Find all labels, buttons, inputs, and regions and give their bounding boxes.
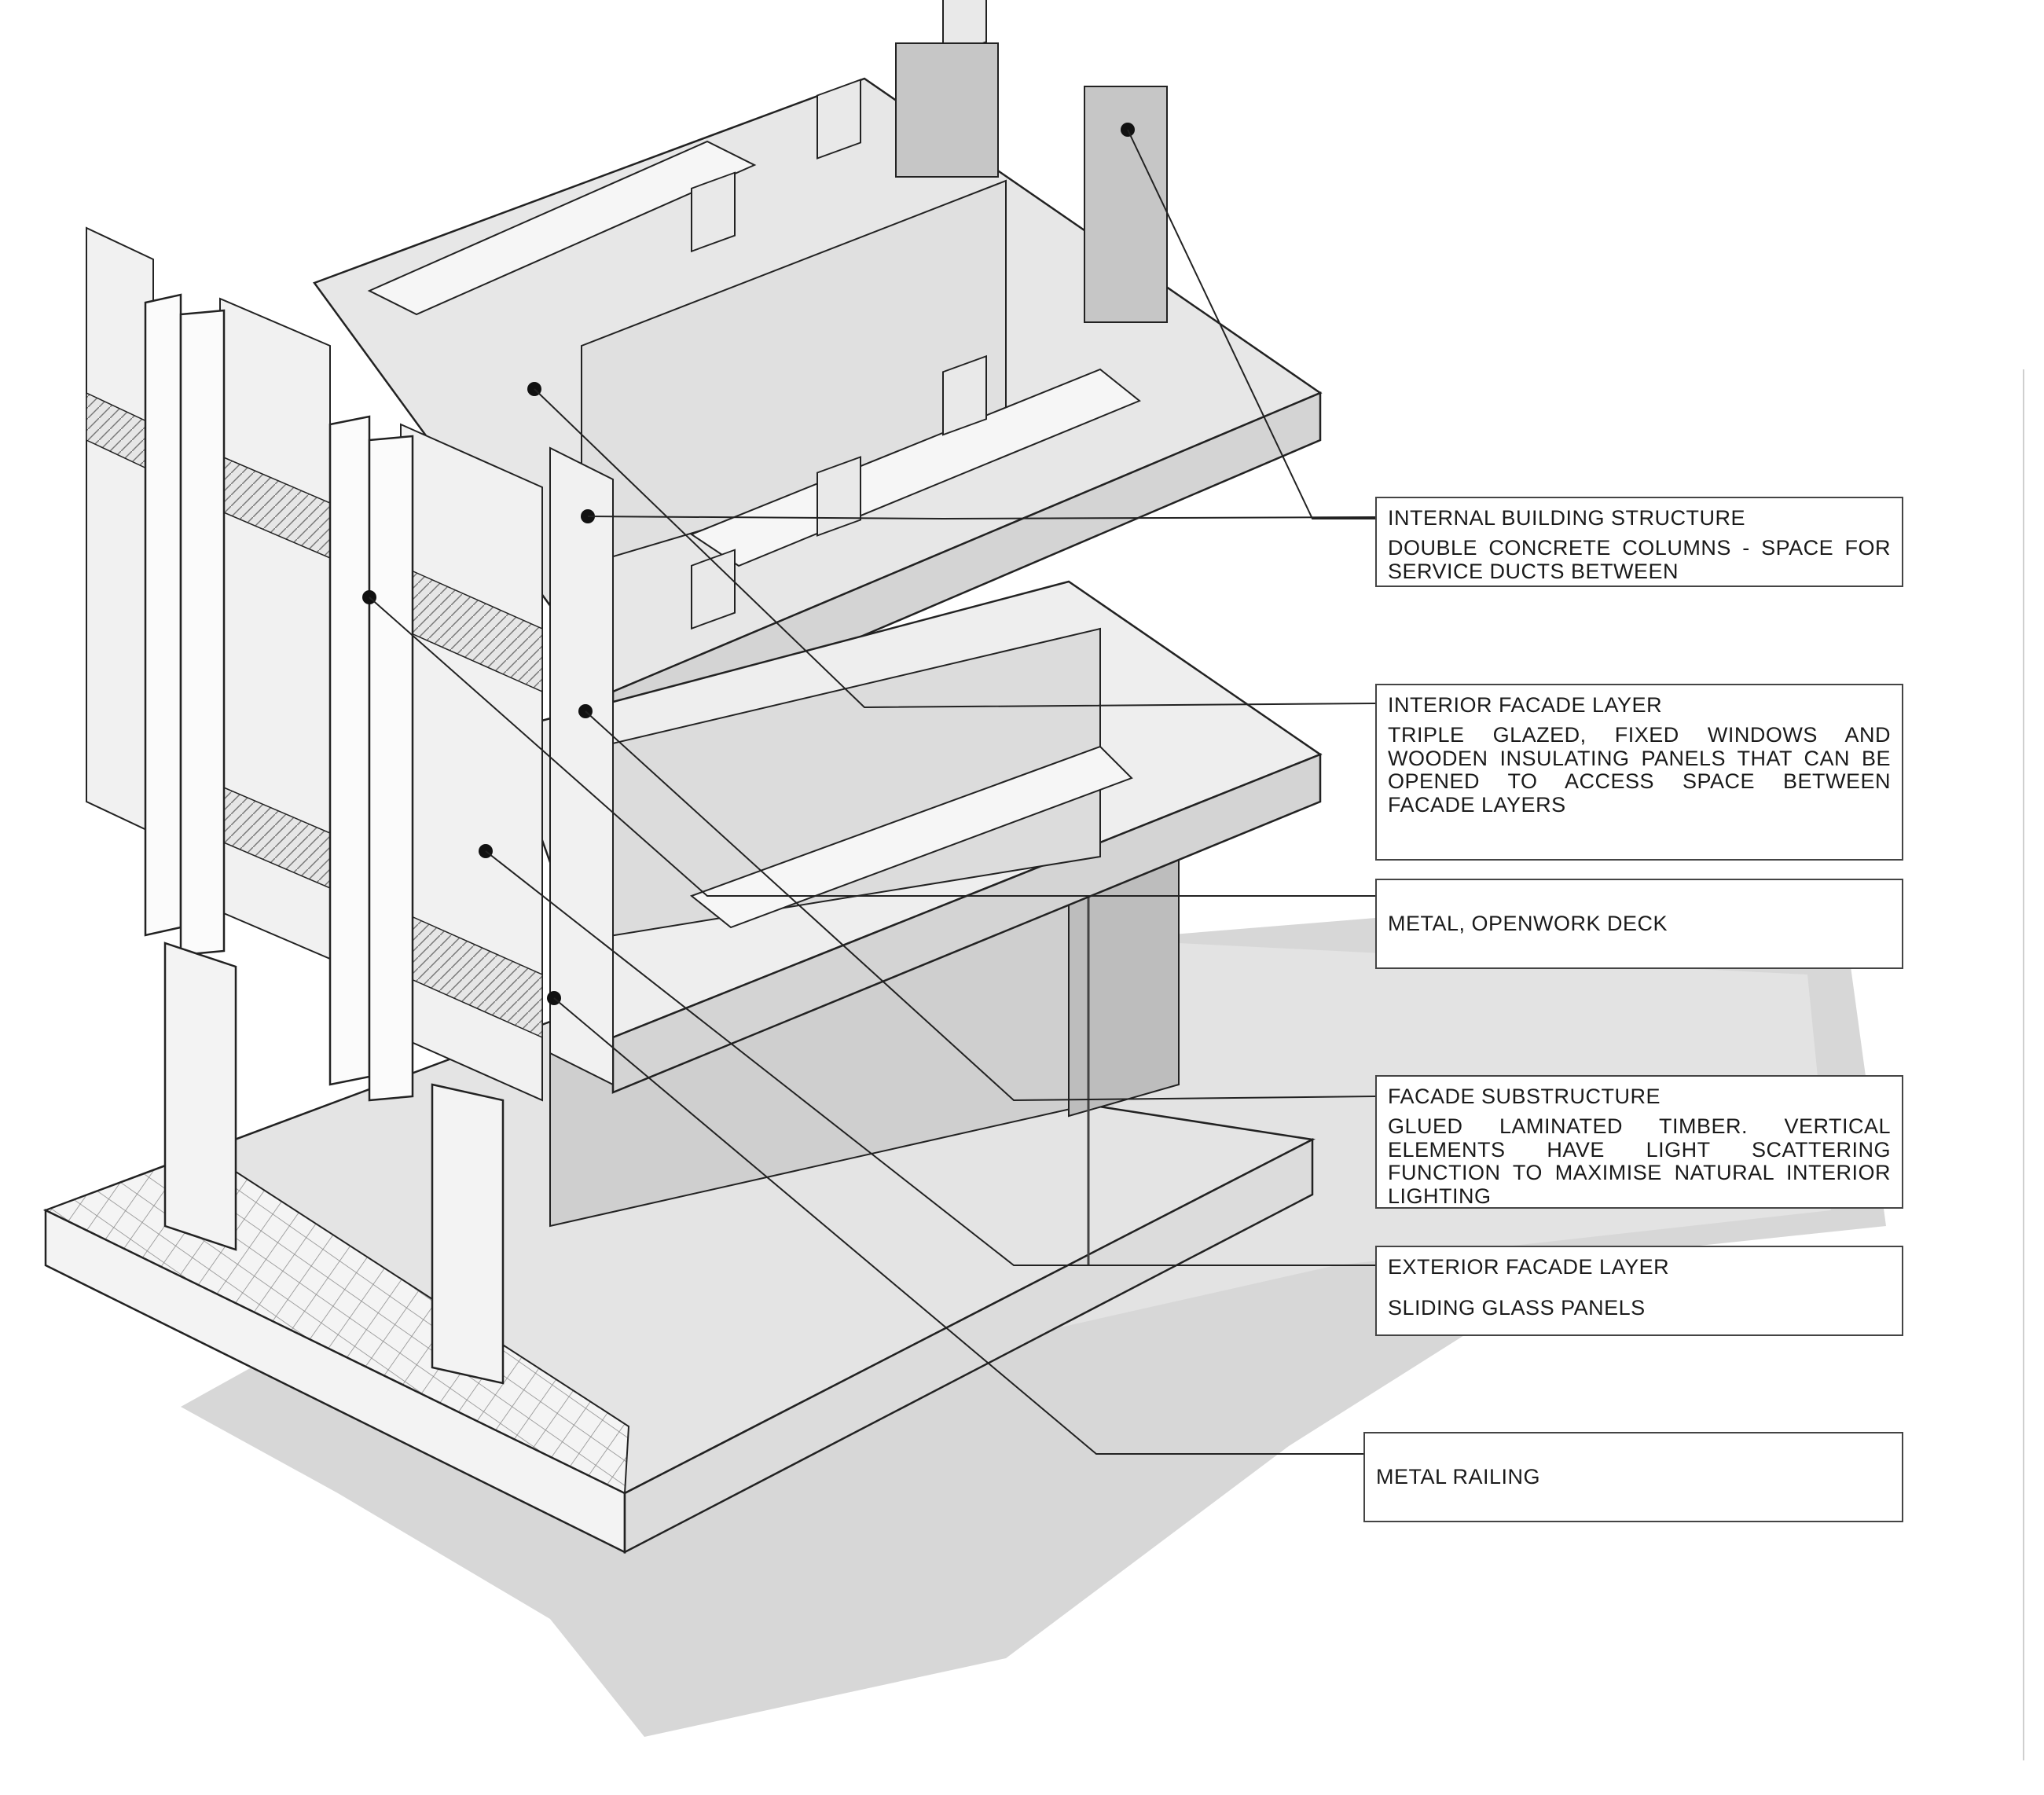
callout-title: FACADE SUBSTRUCTURE [1388, 1085, 1661, 1108]
callout-internal-structure: INTERNAL BUILDING STRUCTURE DOUBLE CONCR… [1375, 497, 1903, 587]
callout-facade-substructure: FACADE SUBSTRUCTURE GLUED LAMINATED TIMB… [1375, 1075, 1903, 1209]
callout-description: SLIDING GLASS PANELS [1388, 1296, 1646, 1320]
back-column [895, 42, 999, 178]
callout-title: EXTERIOR FACADE LAYER [1388, 1255, 1670, 1279]
callout-description: DOUBLE CONCRETE COLUMNS - SPACE FOR SERV… [1388, 536, 1891, 583]
callout-title: INTERIOR FACADE LAYER [1388, 693, 1663, 717]
callout-title: INTERNAL BUILDING STRUCTURE [1388, 506, 1746, 530]
right-column [1084, 86, 1168, 323]
callout-interior-facade: INTERIOR FACADE LAYER TRIPLE GLAZED, FIX… [1375, 684, 1903, 861]
callout-title: METAL, OPENWORK DECK [1388, 911, 1668, 935]
callout-description: GLUED LAMINATED TIMBER. VERTICAL ELEMENT… [1388, 1114, 1891, 1209]
chair-group [691, 0, 987, 630]
frame-divider [2023, 369, 2024, 1760]
callout-openwork-deck: METAL, OPENWORK DECK [1375, 879, 1903, 969]
leader-lines [369, 129, 1376, 1455]
callout-description: TRIPLE GLAZED, FIXED WINDOWS AND WOODEN … [1388, 723, 1891, 817]
ground-columns [163, 942, 505, 1385]
callout-exterior-facade: EXTERIOR FACADE LAYER SLIDING GLASS PANE… [1375, 1246, 1903, 1336]
timber-fins [144, 293, 414, 1102]
middle-desk [689, 745, 1133, 929]
callout-metal-railing: METAL RAILING [1363, 1432, 1903, 1522]
top-desk [367, 140, 757, 316]
railing-bands [86, 391, 543, 1039]
callout-title: METAL RAILING [1376, 1464, 1541, 1488]
